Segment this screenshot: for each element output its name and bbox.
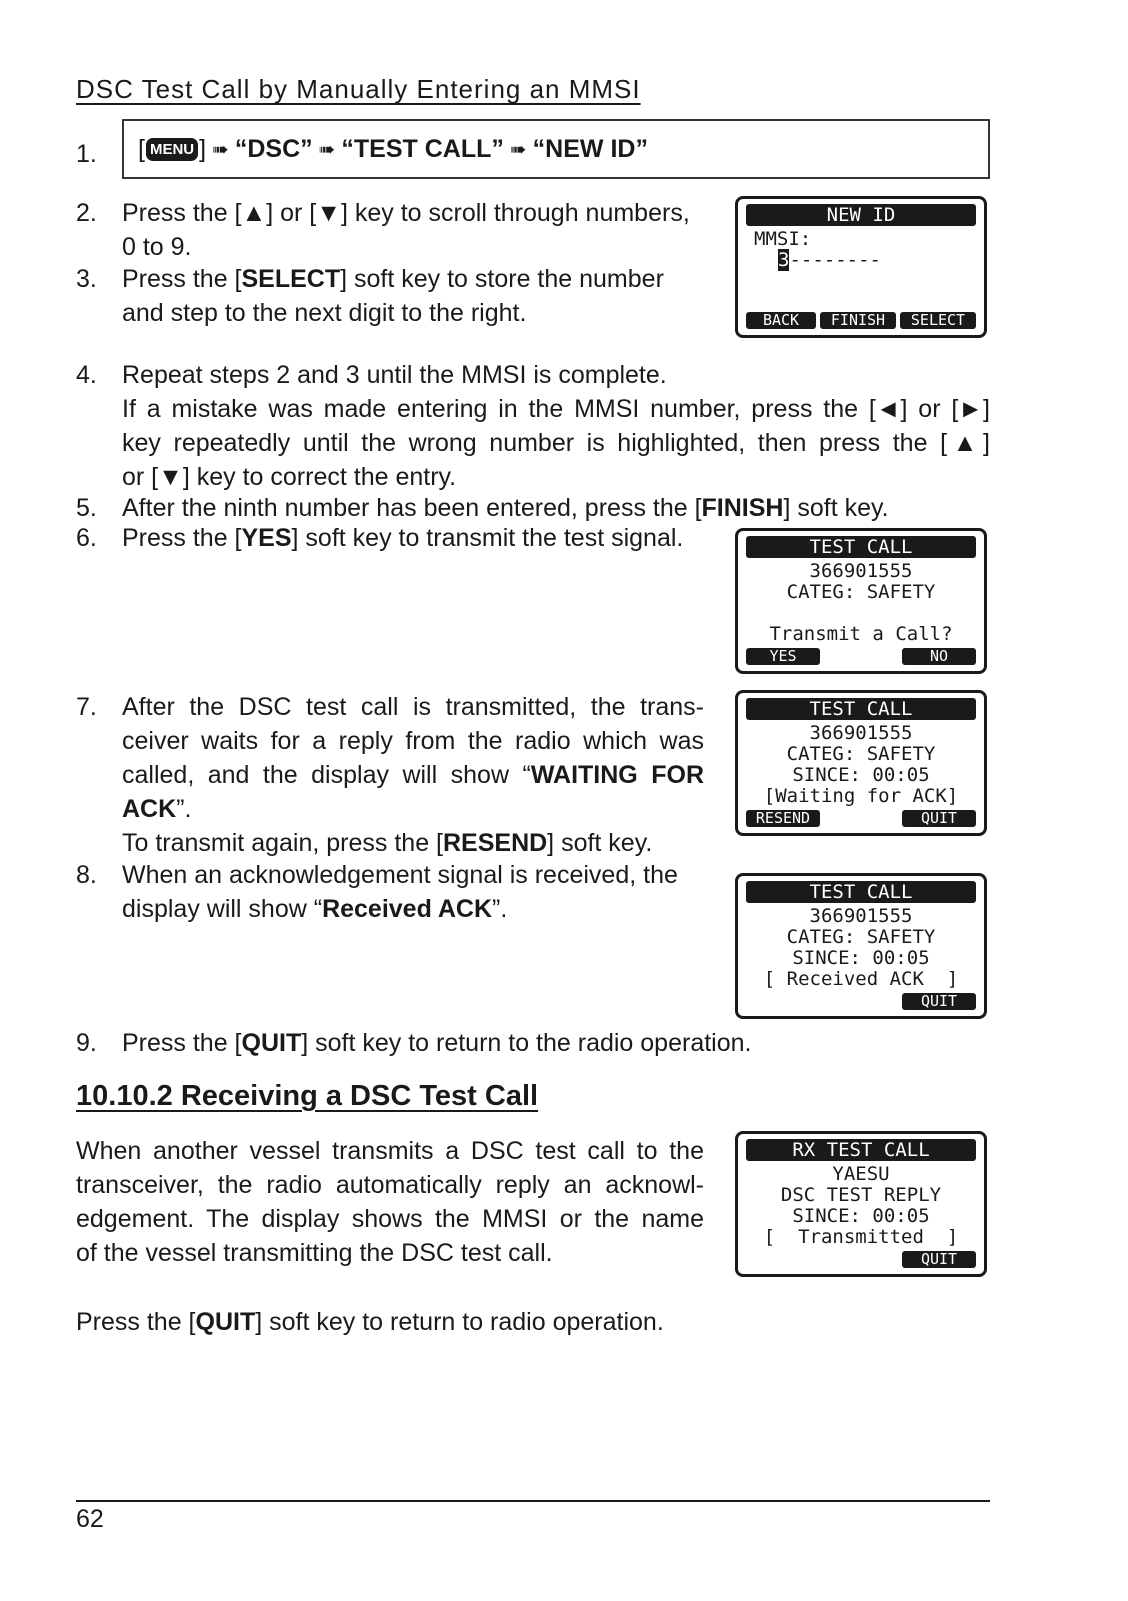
step-7-number: 7. bbox=[76, 693, 97, 721]
menu-key-icon: MENU bbox=[145, 137, 199, 161]
menu-item-dsc: “DSC” bbox=[234, 134, 313, 163]
lcd-mmsi: 366901555 bbox=[809, 722, 913, 744]
step-8-number: 8. bbox=[76, 861, 97, 889]
softkey-resend: RESEND bbox=[746, 810, 820, 827]
lcd-category: CATEG: SAFETY bbox=[786, 743, 936, 765]
softkey-quit: QUIT bbox=[902, 993, 976, 1010]
softkey-back: BACK bbox=[746, 312, 816, 329]
lcd-rx-test-call: RX TEST CALL YAESU DSC TEST REPLY SINCE:… bbox=[735, 1131, 987, 1277]
step-3-line-2: and step to the next digit to the right. bbox=[122, 299, 527, 327]
lcd-new-id: NEW ID MMSI: 3-------- BACK FINISH SELEC… bbox=[735, 196, 987, 338]
arrow-icon: ➠ bbox=[212, 138, 229, 161]
lcd-since: SINCE: 00:05 bbox=[792, 764, 930, 786]
lcd-since: SINCE: 00:05 bbox=[792, 947, 930, 969]
step-4-number: 4. bbox=[76, 361, 97, 389]
arrow-icon: ➠ bbox=[318, 138, 336, 161]
lcd-title: TEST CALL bbox=[746, 698, 976, 720]
softkey-select: SELECT bbox=[900, 312, 976, 329]
step-7-line-1: After the DSC test call is transmitted, … bbox=[122, 693, 704, 721]
softkey-quit: QUIT bbox=[902, 1251, 976, 1268]
step-2-line-2: 0 to 9. bbox=[122, 233, 192, 261]
footer-rule bbox=[76, 1500, 990, 1502]
subheading: DSC Test Call by Manually Entering an MM… bbox=[76, 74, 641, 104]
lcd-title: TEST CALL bbox=[746, 536, 976, 558]
lcd-mmsi-entry: 3-------- bbox=[778, 249, 881, 271]
step-9-number: 9. bbox=[76, 1029, 97, 1057]
step-4-line-4: or [▼] key to correct the entry. bbox=[122, 463, 457, 491]
step-7-line-3: called, and the display will show “WAITI… bbox=[122, 761, 704, 789]
step-5-number: 5. bbox=[76, 494, 97, 522]
softkey-finish: FINISH bbox=[820, 312, 896, 329]
lcd-title: TEST CALL bbox=[746, 881, 976, 903]
section-line-3: edgement. The display shows the MMSI or … bbox=[76, 1205, 704, 1233]
lcd-mmsi: 366901555 bbox=[809, 560, 913, 582]
lcd-waiting-ack: TEST CALL 366901555 CATEG: SAFETY SINCE:… bbox=[735, 690, 987, 836]
lcd-mmsi-label: MMSI: bbox=[754, 228, 812, 250]
page-number: 62 bbox=[76, 1505, 104, 1533]
lcd-status: [ Transmitted ] bbox=[763, 1226, 959, 1248]
lcd-since: SINCE: 00:05 bbox=[792, 1205, 930, 1227]
menu-item-test-call: “TEST CALL” bbox=[341, 134, 504, 163]
lcd-title: NEW ID bbox=[746, 204, 976, 226]
lcd-vessel-name: YAESU bbox=[832, 1163, 890, 1185]
softkey-quit: QUIT bbox=[902, 810, 976, 827]
lcd-reply: DSC TEST REPLY bbox=[780, 1184, 942, 1206]
lcd-transmit-prompt: TEST CALL 366901555 CATEG: SAFETY Transm… bbox=[735, 528, 987, 674]
step-2-number: 2. bbox=[76, 199, 97, 227]
step-3-line-1: Press the [SELECT] soft key to store the… bbox=[122, 265, 664, 293]
close-bracket: ] bbox=[199, 134, 207, 163]
step-3-number: 3. bbox=[76, 265, 97, 293]
step-8-line-2: display will show “Received ACK”. bbox=[122, 895, 508, 923]
step-4-line-2: If a mistake was made entering in the MM… bbox=[122, 395, 990, 423]
section-line-4: of the vessel transmitting the DSC test … bbox=[76, 1239, 553, 1267]
step-5-line: After the ninth number has been entered,… bbox=[122, 494, 889, 522]
section-line-1: When another vessel transmits a DSC test… bbox=[76, 1137, 704, 1165]
step-8-line-1: When an acknowledgement signal is receiv… bbox=[122, 861, 678, 889]
step-4-line-1: Repeat steps 2 and 3 until the MMSI is c… bbox=[122, 361, 667, 389]
lcd-category: CATEG: SAFETY bbox=[786, 581, 936, 603]
menu-path-box: [ MENU ] ➠ “DSC” ➠ “TEST CALL” ➠ “NEW ID… bbox=[122, 119, 990, 179]
step-6-number: 6. bbox=[76, 524, 97, 552]
step-7-line-5: To transmit again, press the [RESEND] so… bbox=[122, 829, 653, 857]
step-2-line-1: Press the [▲] or [▼] key to scroll throu… bbox=[122, 199, 690, 227]
lcd-cursor: 3 bbox=[778, 249, 790, 271]
step-7-line-4: ACK”. bbox=[122, 795, 192, 823]
step-9-line: Press the [QUIT] soft key to return to t… bbox=[122, 1029, 752, 1057]
final-instruction: Press the [QUIT] soft key to return to r… bbox=[76, 1308, 664, 1336]
lcd-mmsi: 366901555 bbox=[809, 905, 913, 927]
step-7-line-2: ceiver waits for a reply from the radio … bbox=[122, 727, 704, 755]
menu-item-new-id: “NEW ID” bbox=[532, 134, 648, 163]
lcd-category: CATEG: SAFETY bbox=[786, 926, 936, 948]
softkey-no: NO bbox=[902, 648, 976, 665]
lcd-prompt: Transmit a Call? bbox=[769, 623, 953, 645]
section-title: 10.10.2 Receiving a DSC Test Call bbox=[76, 1080, 539, 1112]
lcd-status: [Waiting for ACK] bbox=[763, 785, 959, 807]
lcd-received-ack: TEST CALL 366901555 CATEG: SAFETY SINCE:… bbox=[735, 873, 987, 1019]
lcd-title: RX TEST CALL bbox=[746, 1139, 976, 1161]
step-4-line-3: key repeatedly until the wrong number is… bbox=[122, 429, 990, 457]
softkey-yes: YES bbox=[746, 648, 820, 665]
open-bracket: [ bbox=[138, 134, 145, 163]
step-6-line: Press the [YES] soft key to transmit the… bbox=[122, 524, 684, 552]
step-1-number: 1. bbox=[76, 140, 97, 168]
arrow-icon: ➠ bbox=[509, 138, 527, 161]
section-line-2: transceiver, the radio automatically rep… bbox=[76, 1171, 704, 1199]
lcd-status: [ Received ACK ] bbox=[763, 968, 959, 990]
